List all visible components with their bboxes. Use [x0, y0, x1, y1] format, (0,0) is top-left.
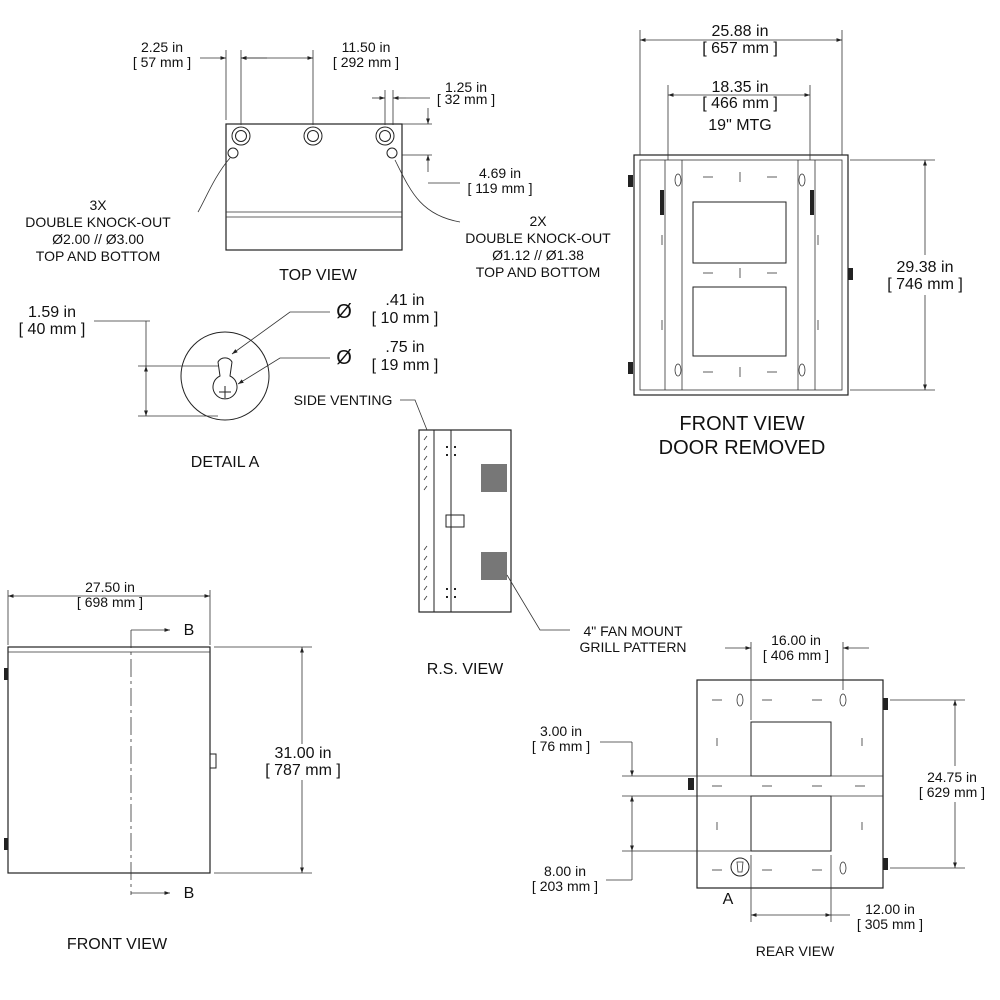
small-knockout-hole	[227, 147, 239, 159]
mtg-label: 19" MTG	[708, 117, 771, 134]
keyhole-marker	[730, 857, 750, 877]
view-title: TOP VIEW	[279, 267, 358, 284]
diameter-icon: Ø	[336, 301, 352, 323]
dim-label: [ 787 mm ]	[265, 762, 341, 779]
note-text: 2X	[529, 213, 547, 229]
dim-label: [ 629 mm ]	[919, 784, 985, 800]
dim-label: 8.00 in	[544, 863, 586, 879]
section-marker: B	[184, 885, 195, 902]
rear-view: 16.00 in [ 406 mm ] 3.00 in [ 76 mm ] 8.…	[532, 632, 994, 959]
view-title: REAR VIEW	[756, 943, 835, 959]
detail-a: 1.59 in [ 40 mm ] Ø .41 in [ 10 mm ] Ø .…	[19, 292, 439, 471]
dim-label: .41 in	[385, 292, 424, 309]
dim-label: 11.50 in	[342, 39, 391, 55]
knockout-hole	[303, 126, 323, 146]
fan-grill	[481, 464, 507, 492]
dim-label: 2.25 in	[141, 39, 183, 55]
top-view: 2.25 in [ 57 mm ] 11.50 in [ 292 mm ] 1.…	[25, 39, 611, 284]
note-text: 4" FAN MOUNT	[583, 623, 683, 639]
front-view: 27.50 in [ 698 mm ] 31.00 in [ 787 mm ] …	[4, 579, 351, 953]
dim-label: 31.00 in	[275, 745, 332, 762]
note-text: GRILL PATTERN	[579, 639, 686, 655]
knockout-hole	[375, 126, 395, 146]
latch	[445, 514, 465, 528]
dim-label: [ 40 mm ]	[19, 321, 86, 338]
dim-label: [ 203 mm ]	[532, 878, 598, 894]
knockout-hole	[231, 126, 251, 146]
view-title: FRONT VIEW	[679, 413, 804, 435]
view-title: R.S. VIEW	[427, 661, 504, 678]
note-text: Ø2.00 // Ø3.00	[52, 231, 144, 247]
dim-label: 29.38 in	[897, 259, 954, 276]
side-panel-outline	[418, 429, 512, 613]
note-text: TOP AND BOTTOM	[36, 248, 160, 264]
dim-label: [ 305 mm ]	[857, 916, 923, 932]
note-text: 3X	[89, 197, 107, 213]
section-marker: B	[184, 622, 195, 639]
dim-label: 25.88 in	[712, 23, 769, 40]
dim-label: 24.75 in	[927, 769, 977, 785]
note-text: Ø1.12 // Ø1.38	[492, 247, 584, 263]
dim-label: [ 657 mm ]	[702, 40, 778, 57]
dim-label: [ 698 mm ]	[77, 594, 143, 610]
detail-circle	[180, 331, 270, 421]
note-text: DOUBLE KNOCK-OUT	[465, 230, 611, 246]
note-text: SIDE VENTING	[294, 392, 393, 408]
dim-label: [ 406 mm ]	[763, 647, 829, 663]
dim-label: 3.00 in	[540, 723, 582, 739]
front-view-door-removed: 25.88 in [ 657 mm ] 18.35 in [ 466 mm ] …	[628, 23, 977, 459]
panel-opening	[692, 201, 787, 264]
cabinet-outline	[633, 154, 849, 396]
dim-label: .75 in	[385, 339, 424, 356]
view-title: DETAIL A	[191, 454, 260, 471]
note-text: TOP AND BOTTOM	[476, 264, 600, 280]
small-knockout-hole	[386, 147, 398, 159]
dim-label: 1.25 in	[445, 79, 487, 95]
top-view-outline	[225, 123, 403, 251]
door-outline	[7, 646, 211, 874]
view-title: FRONT VIEW	[67, 936, 168, 953]
rear-panel-outline	[696, 679, 884, 889]
rs-view: SIDE VENTING 4" FAN MOUNT GRILL PATTERN …	[294, 392, 687, 678]
dim-label: [ 76 mm ]	[532, 738, 590, 754]
dim-label: [ 119 mm ]	[467, 180, 532, 196]
view-title: DOOR REMOVED	[659, 437, 826, 459]
dim-label: 27.50 in	[85, 579, 135, 595]
dim-label: [ 10 mm ]	[372, 310, 439, 327]
note-text: DOUBLE KNOCK-OUT	[25, 214, 171, 230]
diameter-icon: Ø	[336, 347, 352, 369]
dim-label: 1.59 in	[28, 304, 76, 321]
dim-label: [ 32 mm ]	[437, 91, 495, 107]
dim-label: 4.69 in	[479, 165, 521, 181]
fan-grill	[481, 552, 507, 580]
door-latch	[209, 753, 217, 769]
dim-label: 16.00 in	[771, 632, 821, 648]
dim-label: [ 466 mm ]	[702, 95, 778, 112]
dim-label: 12.00 in	[865, 901, 915, 917]
keyhole-slot	[212, 357, 238, 400]
detail-marker: A	[723, 891, 734, 908]
panel-opening	[692, 286, 787, 357]
dim-label: [ 57 mm ]	[133, 54, 191, 70]
dim-label: [ 292 mm ]	[333, 54, 399, 70]
dim-label: [ 746 mm ]	[887, 276, 963, 293]
dim-label: 18.35 in	[712, 79, 769, 96]
dim-label: [ 19 mm ]	[372, 357, 439, 374]
